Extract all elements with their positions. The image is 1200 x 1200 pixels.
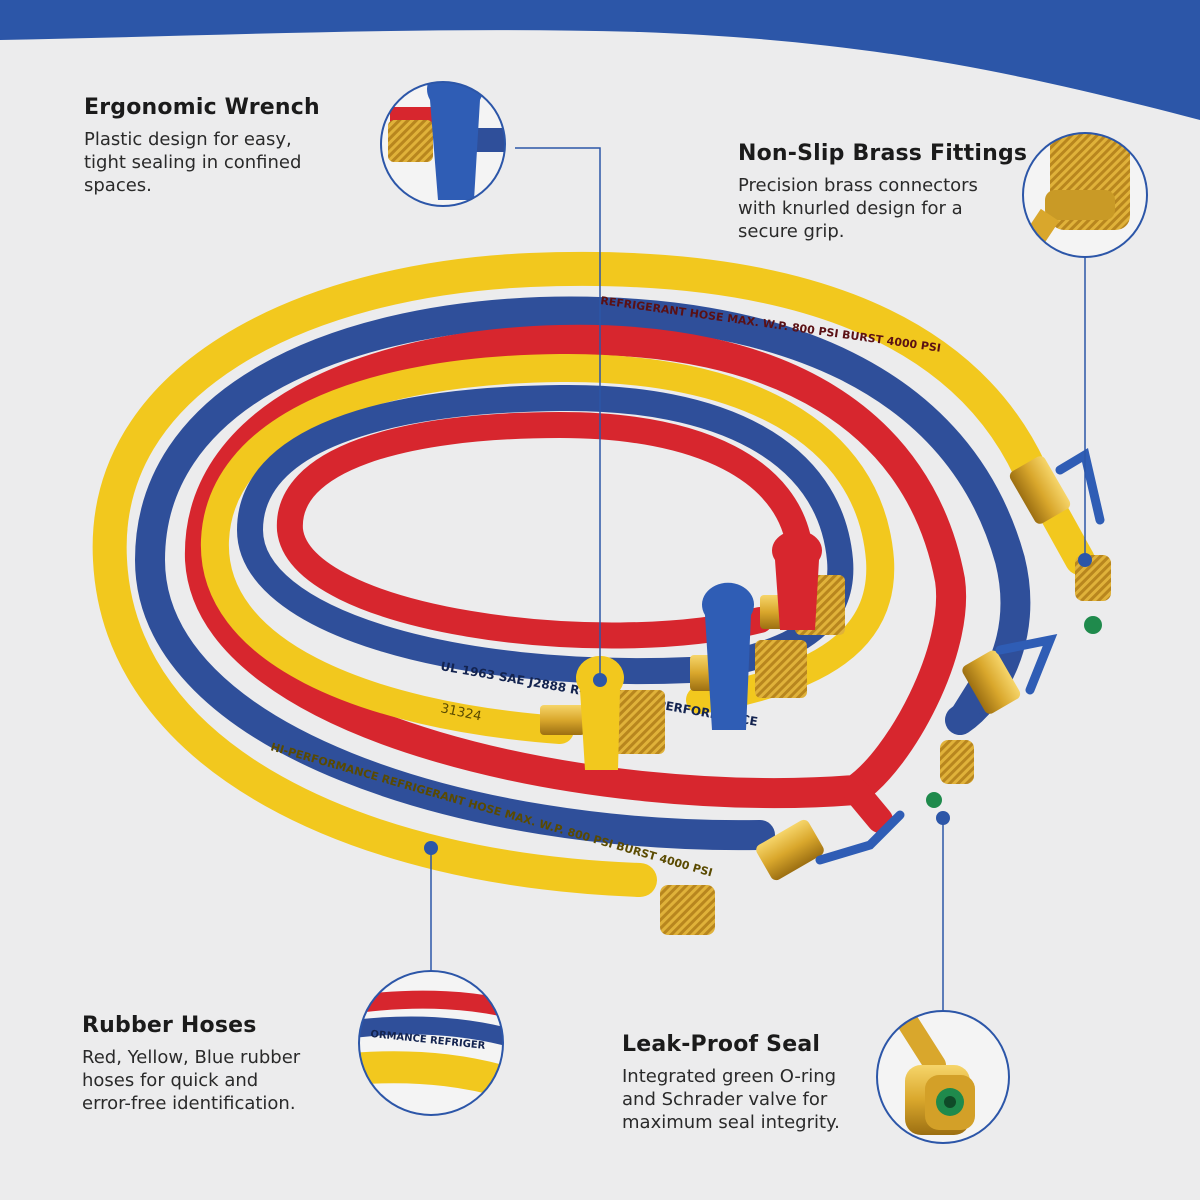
callout-rubber-hoses: Rubber Hoses Red, Yellow, Blue rubber ho… xyxy=(82,1013,372,1115)
leader-lines xyxy=(430,147,1086,1010)
marker-brass xyxy=(1078,553,1092,567)
yellow-hose-inner xyxy=(200,353,895,744)
red-hose-inner xyxy=(276,411,813,649)
callout-title: Ergonomic Wrench xyxy=(84,95,320,120)
hose-coil xyxy=(92,251,1095,897)
yellow-hose-outer xyxy=(92,251,1047,897)
red-wrench-fitting xyxy=(760,530,845,635)
callout-title: Rubber Hoses xyxy=(82,1013,257,1038)
marker-seal xyxy=(936,811,950,825)
callout-title: Leak-Proof Seal xyxy=(622,1032,821,1057)
right-valve-bottom xyxy=(660,810,905,935)
leader-wrench xyxy=(515,147,601,680)
detail-circle-wrench xyxy=(380,81,506,207)
callout-ergonomic-wrench: Ergonomic Wrench Plastic design for easy… xyxy=(84,95,374,197)
blue-hose-inner xyxy=(236,384,854,685)
top-banner xyxy=(0,0,1200,120)
detail-circle-hoses: ORMANCE REFRIGER xyxy=(358,970,504,1116)
callout-body: Precision brass connectors with knurled … xyxy=(738,175,978,242)
detail-circle-seal xyxy=(876,1010,1010,1144)
marker-wrench xyxy=(593,673,607,687)
callout-leak-proof-seal: Leak-Proof Seal Integrated green O-ring … xyxy=(622,1032,912,1134)
blue-wrench-fitting xyxy=(690,582,807,730)
callout-body: Integrated green O-ring and Schrader val… xyxy=(622,1066,840,1133)
detail-circle-brass xyxy=(1022,132,1148,258)
right-valve-middle xyxy=(926,633,1058,808)
callout-body: Red, Yellow, Blue rubber hoses for quick… xyxy=(82,1047,301,1114)
callout-body: Plastic design for easy, tight sealing i… xyxy=(84,129,302,196)
red-hose xyxy=(184,324,967,809)
yellow-wrench-fitting xyxy=(540,655,665,770)
callout-brass-fittings: Non-Slip Brass Fittings Precision brass … xyxy=(738,141,1038,243)
red-tail xyxy=(842,777,893,833)
marker-hoses xyxy=(424,841,438,855)
blue-hose xyxy=(134,296,1031,851)
callout-title: Non-Slip Brass Fittings xyxy=(738,141,1028,166)
